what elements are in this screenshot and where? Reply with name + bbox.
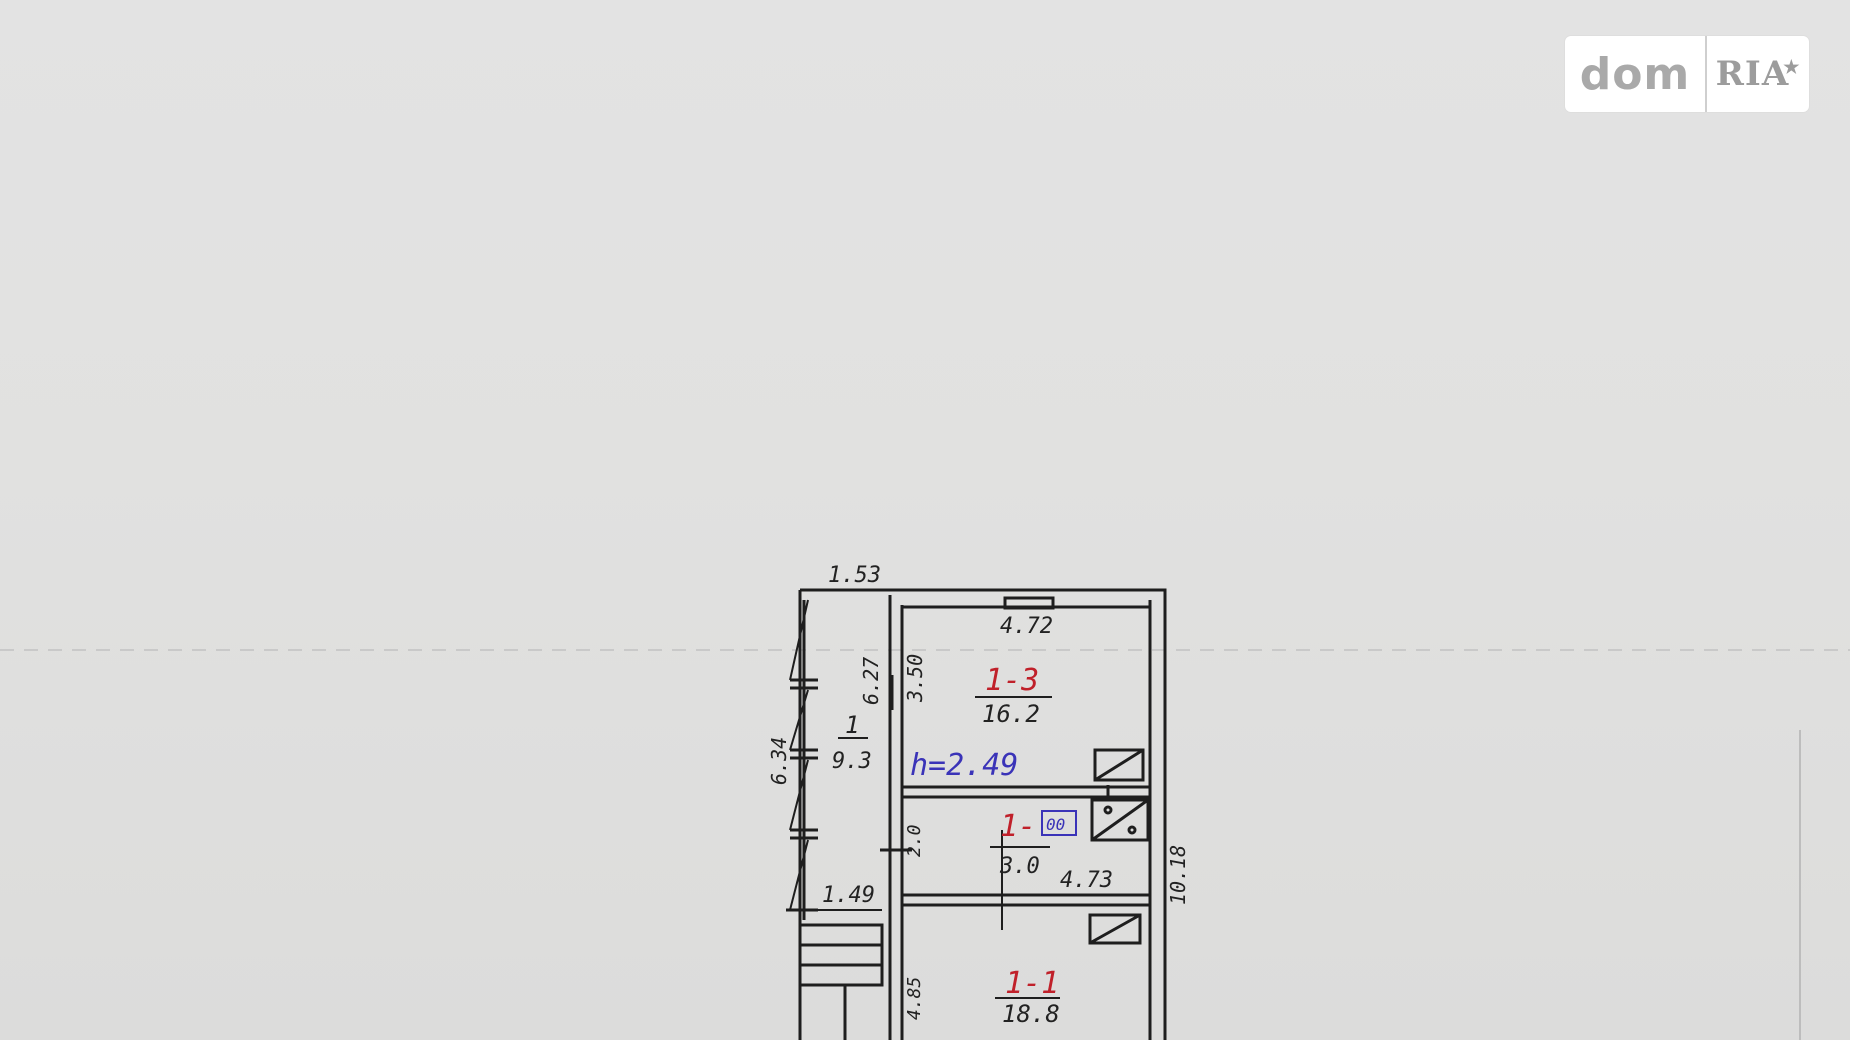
room-fraction-lines — [838, 696, 1060, 999]
room3-id: 1-3 — [985, 663, 1039, 698]
watermark-separator — [1705, 36, 1707, 112]
domria-watermark: dom RIA★ — [1565, 36, 1809, 112]
dim-room2-width: 4.73 — [1060, 868, 1113, 893]
entrance-stairs — [798, 909, 884, 1040]
dim-total-length: 10.18 — [1166, 845, 1190, 905]
watermark-dom-text: dom — [1579, 48, 1691, 100]
room1-id: 1-1 — [1005, 966, 1059, 1001]
dim-corridor-length: 6.27 — [859, 657, 883, 705]
dim-room3-width: 4.72 — [1000, 614, 1053, 639]
room2-area: 3.0 — [999, 854, 1040, 879]
height-note: h=2.49 — [910, 748, 1018, 783]
veranda-windows — [786, 599, 818, 912]
dim-room1-depth: 4.85 — [904, 977, 925, 1020]
room3-window — [1003, 596, 1055, 610]
dim-room2-depth: 2.0 — [904, 824, 925, 857]
room3-area: 16.2 — [982, 700, 1040, 728]
dim-stair-width: 1.49 — [822, 883, 875, 908]
watermark-ria-text: RIA★ — [1707, 54, 1809, 94]
wc-stamp-label: 00 — [1046, 815, 1065, 834]
veranda-id: 1 — [845, 711, 859, 739]
star-icon: ★ — [1783, 56, 1801, 78]
room1-area: 18.8 — [1002, 1000, 1060, 1028]
dim-top-width: 1.53 — [828, 563, 881, 588]
plan-walls — [798, 588, 1167, 1040]
dim-room3-depth: 3.50 — [903, 654, 927, 703]
room2-id: 1- — [1000, 809, 1036, 844]
dim-veranda-length: 6.34 — [767, 737, 791, 785]
veranda-area: 9.3 — [832, 749, 872, 774]
wc-stamp-box — [1041, 810, 1077, 836]
watermark-ria-label: RIA — [1715, 54, 1790, 94]
fixtures — [1088, 748, 1150, 945]
